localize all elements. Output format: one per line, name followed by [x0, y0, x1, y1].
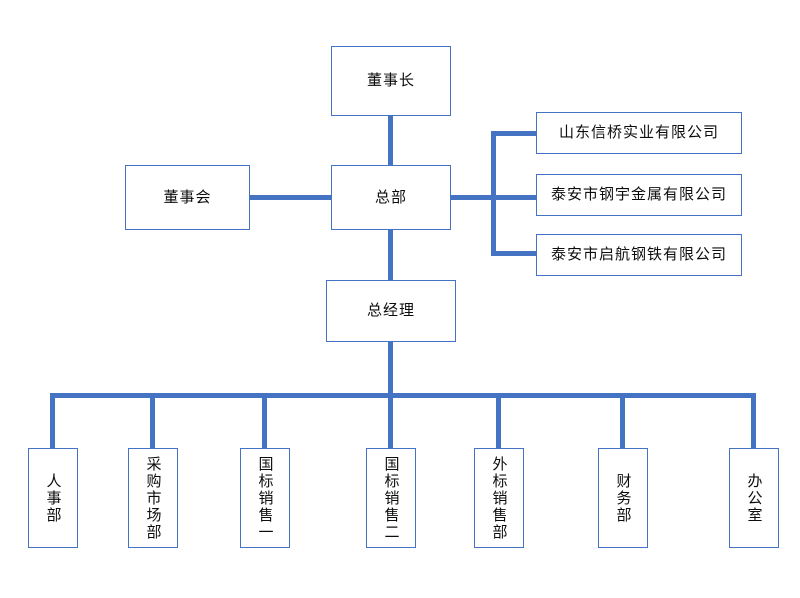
node-subsidiary-2[interactable]: 泰安市钢宇金属有限公司 — [536, 174, 742, 216]
connector-drop-department-6 — [620, 393, 625, 448]
connector-headquarters-to-spine — [451, 195, 496, 200]
node-department-1-label: 人事部 — [44, 472, 63, 524]
node-department-3-label: 国标销售一 — [256, 455, 275, 541]
node-subsidiary-3-label: 泰安市启航钢铁有限公司 — [550, 245, 727, 264]
node-department-7-label: 办公室 — [745, 472, 764, 524]
connector-board-to-headquarters — [250, 195, 332, 200]
node-chairman[interactable]: 董事长 — [331, 46, 451, 116]
connector-drop-department-4 — [388, 393, 393, 448]
node-department-5-label: 外标销售部 — [490, 455, 509, 541]
node-department-4[interactable]: 国标销售二 — [366, 448, 416, 548]
connector-drop-department-7 — [751, 393, 756, 448]
node-general-manager[interactable]: 总经理 — [326, 280, 456, 342]
connector-department-bus — [50, 393, 756, 398]
node-chairman-label: 董事长 — [366, 71, 415, 90]
connector-drop-department-3 — [262, 393, 267, 448]
node-board-of-directors[interactable]: 董事会 — [125, 165, 250, 230]
node-department-1[interactable]: 人事部 — [28, 448, 78, 548]
connector-subsidiary-spine — [491, 131, 496, 256]
node-subsidiary-2-label: 泰安市钢宇金属有限公司 — [550, 185, 727, 204]
node-department-2-label: 采购市场部 — [144, 455, 163, 541]
connector-drop-department-2 — [150, 393, 155, 448]
node-department-6-label: 财务部 — [614, 472, 633, 524]
connector-headquarters-to-general-manager — [388, 229, 393, 280]
node-department-2[interactable]: 采购市场部 — [128, 448, 178, 548]
connector-spine-to-subsidiary-2 — [491, 195, 537, 200]
node-department-4-label: 国标销售二 — [382, 455, 401, 541]
connector-spine-to-subsidiary-3 — [491, 251, 537, 256]
node-general-manager-label: 总经理 — [366, 301, 415, 320]
connector-drop-department-1 — [50, 393, 55, 448]
node-board-of-directors-label: 董事会 — [163, 187, 212, 206]
node-department-3[interactable]: 国标销售一 — [240, 448, 290, 548]
connector-drop-department-5 — [496, 393, 501, 448]
node-headquarters-label: 总部 — [374, 187, 407, 206]
connector-general-manager-to-bus — [388, 341, 393, 397]
node-subsidiary-1[interactable]: 山东信桥实业有限公司 — [536, 112, 742, 154]
node-headquarters[interactable]: 总部 — [331, 165, 451, 230]
node-subsidiary-3[interactable]: 泰安市启航钢铁有限公司 — [536, 234, 742, 276]
node-department-7[interactable]: 办公室 — [729, 448, 779, 548]
connector-chairman-to-headquarters — [388, 116, 393, 166]
node-department-5[interactable]: 外标销售部 — [474, 448, 524, 548]
node-department-6[interactable]: 财务部 — [598, 448, 648, 548]
connector-spine-to-subsidiary-1 — [491, 131, 537, 136]
node-subsidiary-1-label: 山东信桥实业有限公司 — [558, 123, 719, 142]
